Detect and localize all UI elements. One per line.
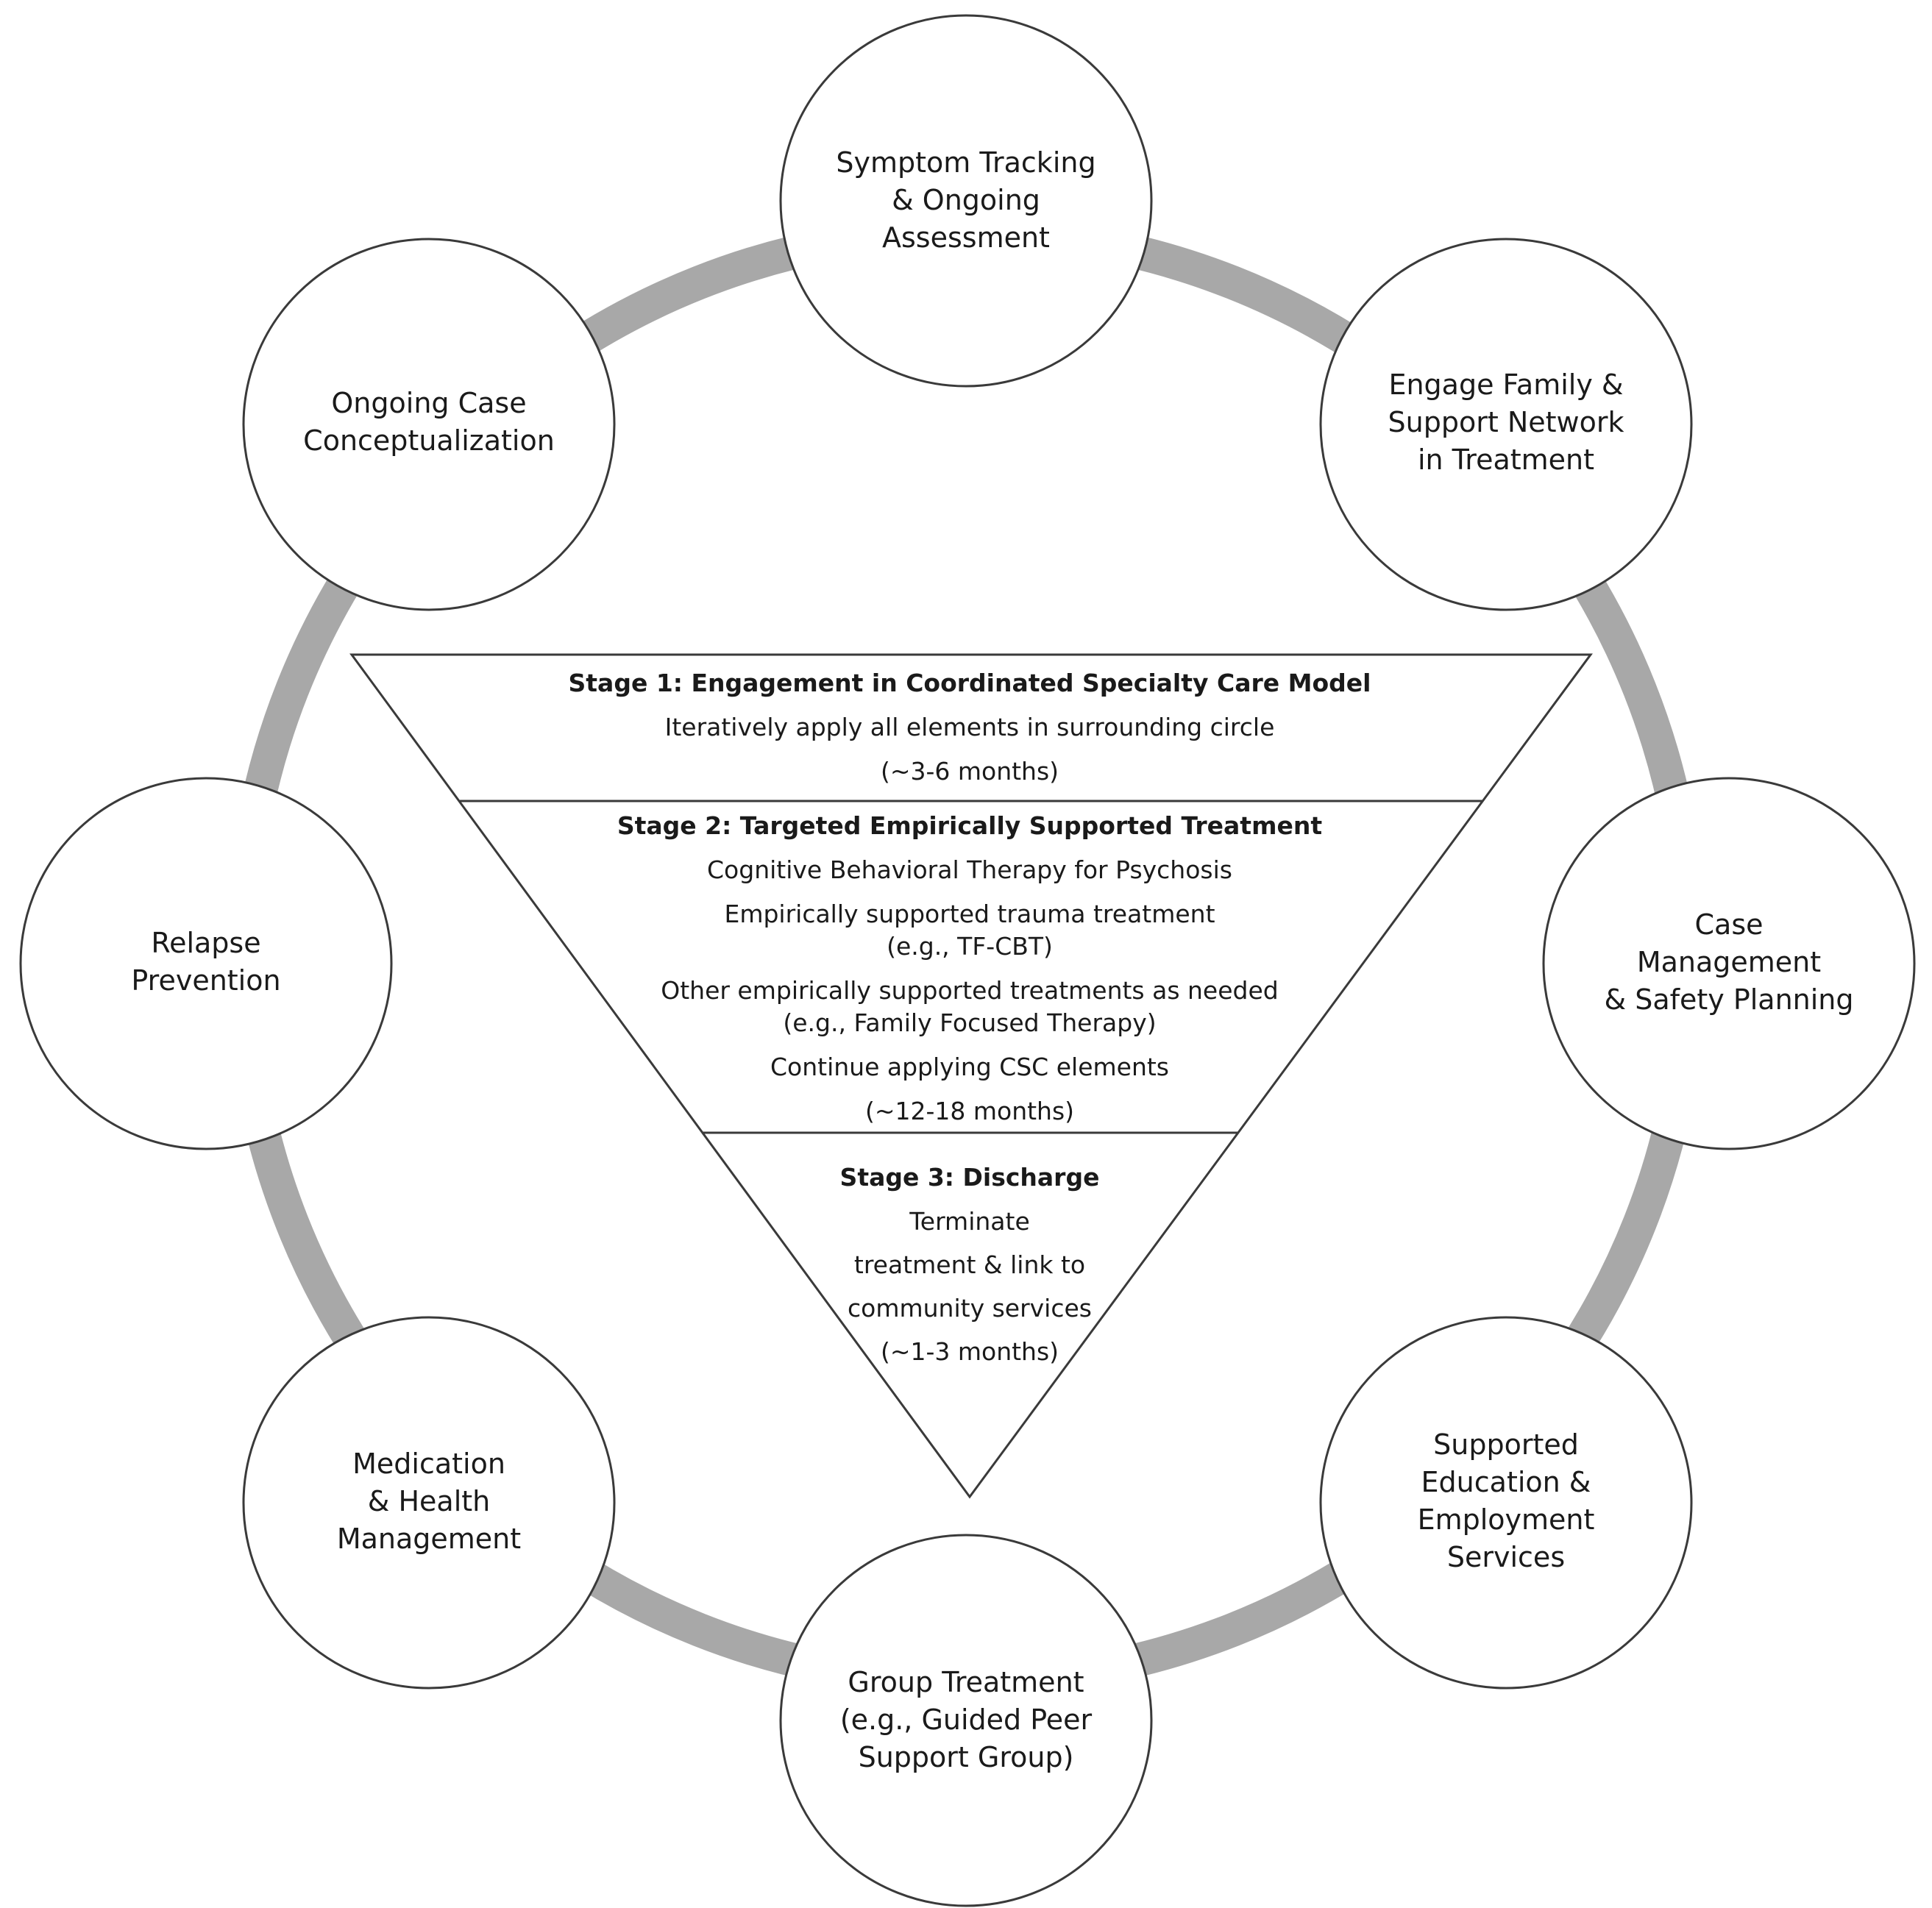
stage-3-line: treatment & link to [854,1250,1085,1279]
stage-2-line: Cognitive Behavioral Therapy for Psychos… [707,855,1232,884]
node-circle [242,238,616,611]
node-engage-family: Engage Family & Support Network in Treat… [1319,238,1693,611]
stage-2-line: (e.g., TF-CBT) [887,932,1053,961]
node-label: Management [337,1523,521,1555]
node-label: & Ongoing [892,184,1040,216]
node-label: Conceptualization [303,424,555,457]
node-circle [779,1534,1153,1907]
stage-2-title: Stage 2: Targeted Empirically Supported … [617,811,1322,840]
node-label: Supported [1433,1428,1579,1461]
node-medication: Medication & Health Management [242,1316,616,1690]
node-supported-education: Supported Education & Employment Service… [1319,1316,1693,1690]
stage-3-title: Stage 3: Discharge [840,1163,1100,1192]
stage-triangle [349,653,1593,1499]
node-label: & Safety Planning [1604,983,1853,1016]
stage-2: Stage 2: Targeted Empirically Supported … [617,811,1322,1125]
node-label: & Health [368,1485,491,1517]
node-label: Engage Family & [1388,369,1623,401]
node-label: Employment [1418,1503,1595,1536]
node-circle [1542,777,1916,1150]
node-label: Assessment [882,221,1050,254]
node-label: Case [1695,908,1764,941]
node-circle [242,1316,616,1690]
triangle-outline [349,653,1593,1499]
node-label: Group Treatment [848,1666,1084,1698]
stage-2-line: Other empirically supported treatments a… [661,976,1279,1005]
node-label: Relapse [151,927,260,959]
stage-3-line: Terminate [909,1207,1030,1236]
stage-2-line: (~12-18 months) [865,1097,1074,1125]
node-group-treatment: Group Treatment (e.g., Guided Peer Suppo… [779,1534,1153,1907]
stage-1: Stage 1: Engagement in Coordinated Speci… [569,669,1371,786]
stage-2-line: Empirically supported trauma treatment [724,900,1215,928]
node-label: Prevention [131,964,280,997]
node-circle [1319,1316,1693,1690]
node-case-conceptualization: Ongoing Case Conceptualization [242,238,616,611]
node-circle [19,777,393,1150]
node-label: (e.g., Guided Peer [840,1704,1093,1736]
stage-1-line: Iteratively apply all elements in surrou… [665,713,1275,741]
stage-3-line: (~1-3 months) [881,1337,1059,1366]
node-label: in Treatment [1418,444,1594,476]
node-label: Symptom Tracking [836,146,1095,179]
node-case-management: Case Management & Safety Planning [1542,777,1916,1150]
stage-2-line: Continue applying CSC elements [770,1053,1169,1081]
stage-3: Stage 3: Discharge Terminate treatment &… [840,1163,1100,1366]
stage-1-line: (~3-6 months) [881,757,1059,786]
node-label: Support Group) [859,1741,1074,1773]
node-label: Support Network [1388,406,1624,438]
stage-3-line: community services [848,1294,1092,1323]
node-label: Services [1447,1541,1565,1573]
node-label: Ongoing Case [331,387,526,419]
node-circle [779,14,1153,388]
stage-2-line: (e.g., Family Focused Therapy) [783,1008,1156,1037]
node-label: Management [1637,946,1821,978]
node-label: Education & [1421,1466,1591,1498]
node-label: Medication [352,1448,505,1480]
node-relapse-prevention: Relapse Prevention [19,777,393,1150]
node-circle [1319,238,1693,611]
node-symptom-tracking: Symptom Tracking & Ongoing Assessment [779,14,1153,388]
stage-1-title: Stage 1: Engagement in Coordinated Speci… [569,669,1371,697]
